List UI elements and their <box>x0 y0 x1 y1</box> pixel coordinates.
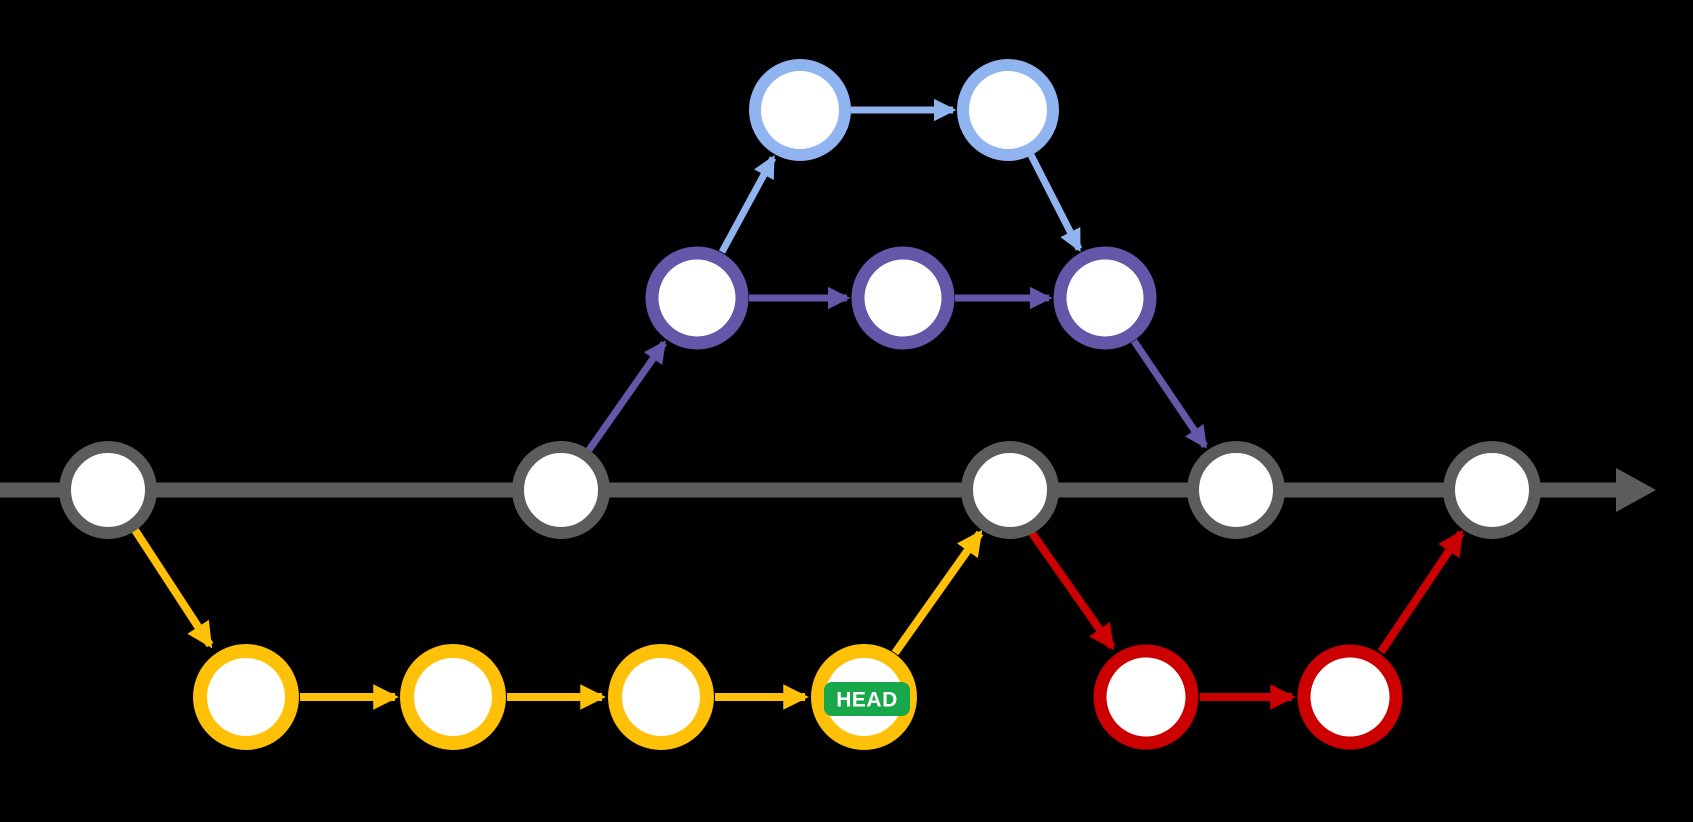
commit-node-main-4 <box>1187 441 1285 539</box>
commit-node-purple-3 <box>1053 246 1157 350</box>
edge-purple3-to-main4 <box>1131 339 1208 449</box>
edge-main2-to-purple1 <box>586 340 667 453</box>
edge-main1-to-yellow1 <box>131 527 214 649</box>
commit-node-blue-1 <box>749 59 851 161</box>
commit-node-main-1 <box>59 441 157 539</box>
commit-node-purple-2 <box>851 246 955 350</box>
edge-purple1-to-blue1 <box>718 155 777 254</box>
edge-main3-to-red1 <box>1028 530 1116 651</box>
commit-node-main-3 <box>961 441 1059 539</box>
commit-node-red-1 <box>1093 644 1199 750</box>
main-branch-arrowhead-icon <box>1616 468 1656 512</box>
commit-node-main-2 <box>512 441 610 539</box>
commit-node-purple-1 <box>645 246 749 350</box>
commit-node-main-5 <box>1443 441 1541 539</box>
commit-node-red-2 <box>1297 644 1403 750</box>
edge-blue2-to-purple3 <box>1027 153 1083 252</box>
edge-yellow4-to-main3 <box>891 529 984 656</box>
head-badge <box>824 682 910 716</box>
commit-node-blue-2 <box>957 59 1059 161</box>
commit-node-yellow-2 <box>400 644 506 750</box>
commit-node-yellow-3 <box>608 644 714 750</box>
commit-node-yellow-1 <box>193 644 299 750</box>
edge-red2-to-main5 <box>1377 529 1465 655</box>
head-badge-label: HEAD <box>836 689 898 712</box>
